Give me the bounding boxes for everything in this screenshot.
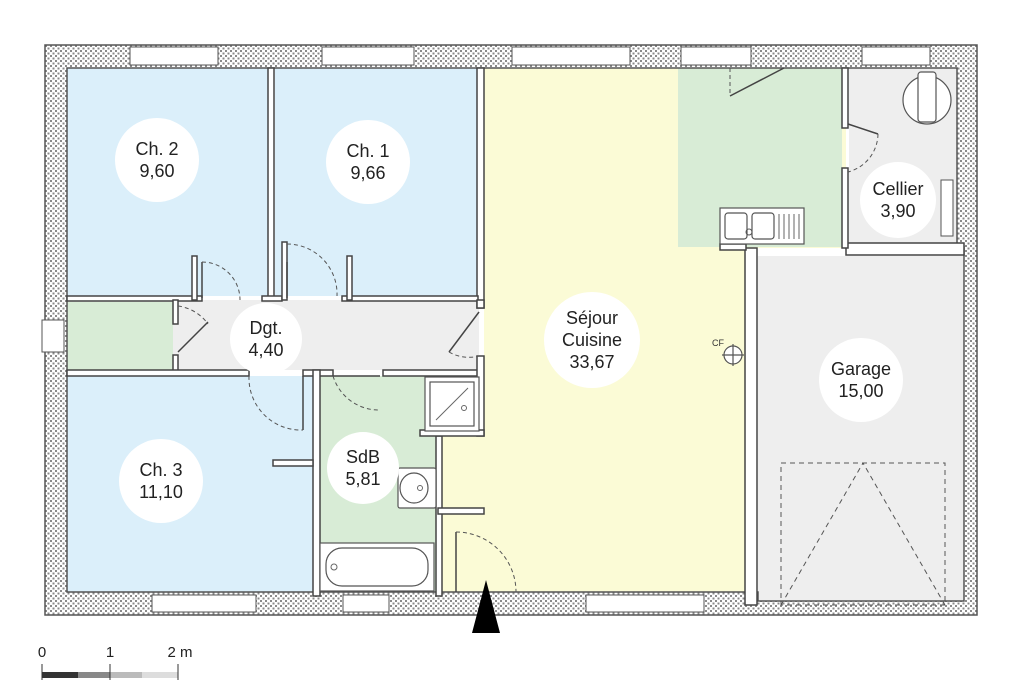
window-wc — [41, 319, 65, 353]
scale-tick-0: 0 — [38, 644, 46, 661]
wall-wc-right — [172, 299, 179, 325]
wall-dgt-chimney-stub — [476, 299, 485, 309]
room-name: Ch. 1 — [346, 141, 389, 161]
window-ch1 — [321, 46, 415, 66]
room-area: 5,81 — [345, 469, 380, 489]
door-sejour — [448, 311, 480, 358]
room-label-badge — [119, 439, 203, 523]
room-label-ch2: Ch. 29,60 — [115, 118, 199, 202]
room-name: Dgt. — [249, 318, 282, 338]
room-sejour-lower-floor — [438, 436, 745, 592]
wall-cellier-left-lower — [841, 167, 849, 249]
window-ch3 — [151, 594, 257, 613]
room-label-ch3: Ch. 311,10 — [119, 439, 203, 523]
door-kitchen-exterior — [729, 67, 785, 97]
shower-icon — [424, 376, 480, 432]
room-label-dgt: Dgt.4,40 — [230, 303, 302, 375]
room-area: 9,66 — [350, 163, 385, 183]
room-name: Cuisine — [562, 330, 622, 350]
wall-dgt-bottom-sdb — [382, 369, 484, 377]
window-kitchen — [680, 46, 752, 66]
room-label-ch1: Ch. 19,66 — [326, 120, 410, 204]
scale-bar: 0 1 2 m — [38, 644, 193, 680]
door-cellier — [847, 123, 879, 173]
window-sejour — [511, 46, 631, 66]
exterior-wall — [44, 44, 978, 616]
room-area: 15,00 — [838, 381, 883, 401]
wall-dgt-top-mid — [261, 295, 283, 302]
room-area: 4,40 — [248, 340, 283, 360]
wall-ch1-door-jamb — [346, 255, 353, 301]
room-garage-floor — [758, 256, 964, 601]
wall-sdb-sejour — [435, 435, 443, 597]
water-heater-icon — [902, 71, 952, 125]
chimney-flue-icon — [722, 344, 744, 366]
wall-cellier-left — [841, 67, 849, 129]
room-name: SdB — [346, 447, 380, 467]
window-cellier — [861, 46, 931, 66]
wall-dgt-top-left — [66, 295, 203, 302]
scale-tick-2: 2 m — [167, 644, 192, 661]
wall-entrance-stub — [437, 507, 485, 515]
room-name: Ch. 3 — [139, 460, 182, 480]
wall-garage-left — [744, 247, 758, 606]
window-cellier-right — [940, 179, 954, 237]
wall-ch3-stub — [272, 459, 314, 467]
washbasin-icon — [397, 467, 437, 509]
wall-ch3-sdb — [312, 369, 321, 597]
wall-cellier-bottom — [845, 242, 965, 256]
room-label-badge — [860, 162, 936, 238]
room-label-badge — [819, 338, 903, 422]
room-name: Séjour — [566, 308, 618, 328]
door-wc — [177, 305, 209, 353]
entrance-arrow-icon — [472, 580, 500, 633]
sink-icon — [719, 207, 805, 245]
door-ch1 — [286, 243, 338, 298]
room-name: Garage — [831, 359, 891, 379]
wall-ch1-sejour — [476, 67, 485, 309]
window-ch2 — [129, 46, 219, 66]
window-sdb — [342, 594, 390, 613]
room-label-badge — [327, 432, 399, 504]
door-garage — [780, 462, 946, 606]
room-area: 11,10 — [139, 482, 183, 502]
room-label-badge — [115, 118, 199, 202]
room-name: Ch. 2 — [135, 139, 178, 159]
scale-tick-1: 1 — [106, 644, 114, 661]
room-label-badge — [544, 292, 640, 388]
door-ch2 — [201, 261, 241, 301]
room-label-badge — [326, 120, 410, 204]
window-sejour-bottom — [585, 594, 705, 613]
wall-dgt-top-right — [341, 295, 479, 302]
wall-ch2-door-jamb — [191, 255, 198, 301]
wall-dgt-bottom-left — [66, 369, 250, 377]
room-area: 9,60 — [139, 161, 174, 181]
wall-ch2-ch1 — [267, 67, 275, 301]
room-label-badge — [230, 303, 302, 375]
room-area: 33,67 — [569, 352, 614, 372]
wall-sejour-garage-stub — [719, 243, 747, 251]
bathtub-icon — [319, 542, 435, 592]
room-name: Cellier — [872, 179, 923, 199]
door-sdb — [332, 375, 380, 411]
chimney-flue-label: CF — [712, 338, 724, 348]
room-wc-floor — [67, 302, 173, 370]
room-area: 3,90 — [880, 201, 915, 221]
door-ch3 — [248, 375, 304, 431]
door-entrance — [455, 531, 517, 593]
